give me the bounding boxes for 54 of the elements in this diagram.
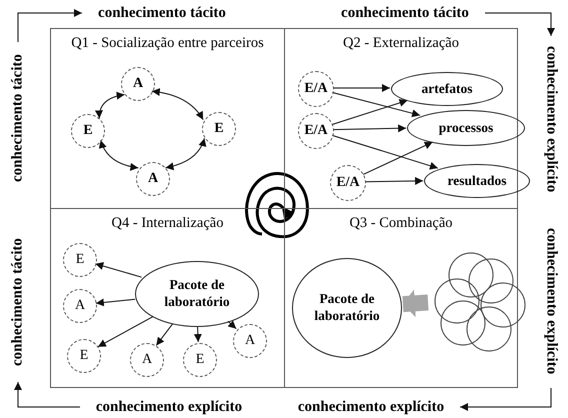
arrow bbox=[332, 98, 408, 125]
ellipse-node: resultados bbox=[424, 164, 530, 198]
bent-arrow bbox=[14, 382, 80, 408]
arrow bbox=[97, 316, 154, 348]
arrow bbox=[364, 176, 424, 185]
bent-arrow bbox=[484, 12, 555, 36]
quadrant-title: Q2 - Externalização bbox=[342, 35, 460, 52]
knowledge-label: conhecimento explícito bbox=[80, 397, 258, 417]
dashed-circle-node: A bbox=[233, 324, 267, 358]
dashed-circle-node: E bbox=[67, 339, 101, 373]
knowledge-label: conhecimento tácito bbox=[82, 3, 242, 23]
arrow bbox=[156, 323, 174, 346]
double-arrow bbox=[99, 140, 139, 171]
dashed-circle-node: A bbox=[121, 67, 155, 101]
quadrant-title: Q3 - Combinação bbox=[348, 215, 454, 232]
ellipse-node: Pacote de laboratório bbox=[292, 258, 402, 358]
dashed-circle-node: E/A bbox=[298, 113, 334, 149]
double-arrow bbox=[95, 92, 126, 119]
arrow bbox=[362, 142, 434, 175]
dashed-circle-node: E/A bbox=[330, 165, 366, 201]
double-arrow bbox=[151, 88, 204, 120]
arrow bbox=[332, 134, 438, 170]
knowledge-label: conhecimento tácito bbox=[7, 42, 29, 194]
knowledge-label: conhecimento explícito bbox=[540, 214, 562, 388]
quadrant-title: Q1 - Socialização entre parceiros bbox=[70, 35, 265, 52]
ellipse-node: Pacote de laboratório bbox=[135, 261, 259, 327]
arrow bbox=[332, 124, 407, 132]
block-arrow bbox=[402, 289, 429, 318]
ellipse-node: artefatos bbox=[391, 72, 503, 106]
dashed-circle-node: E bbox=[63, 243, 97, 277]
knowledge-label: conhecimento explícito bbox=[540, 36, 562, 202]
dashed-circle-node: E/A bbox=[298, 71, 334, 107]
arrow bbox=[94, 262, 142, 278]
quadrant-panel bbox=[50, 208, 285, 388]
dashed-circle-node: E bbox=[202, 112, 236, 146]
dashed-circle-node: A bbox=[130, 343, 164, 377]
quadrant-panel bbox=[50, 28, 285, 209]
bent-arrow bbox=[18, 9, 82, 42]
double-arrow bbox=[165, 138, 206, 170]
arrow bbox=[194, 326, 202, 343]
dashed-circle-node: E bbox=[71, 114, 105, 148]
knowledge-label: conhecimento tácito bbox=[7, 222, 29, 382]
ellipse-node: processos bbox=[407, 110, 525, 146]
arrow bbox=[95, 298, 136, 306]
dashed-circle-node: A bbox=[63, 289, 97, 323]
arrow bbox=[332, 84, 390, 92]
quadrant-title: Q4 - Internalização bbox=[110, 215, 224, 232]
dashed-circle-node: E bbox=[183, 343, 217, 377]
knowledge-label: conhecimento explícito bbox=[282, 397, 460, 417]
bent-arrow bbox=[460, 388, 552, 411]
arrow bbox=[227, 320, 237, 330]
arrow bbox=[332, 92, 421, 118]
dashed-circle-node: A bbox=[136, 162, 170, 196]
knowledge-label: conhecimento tácito bbox=[325, 3, 485, 23]
